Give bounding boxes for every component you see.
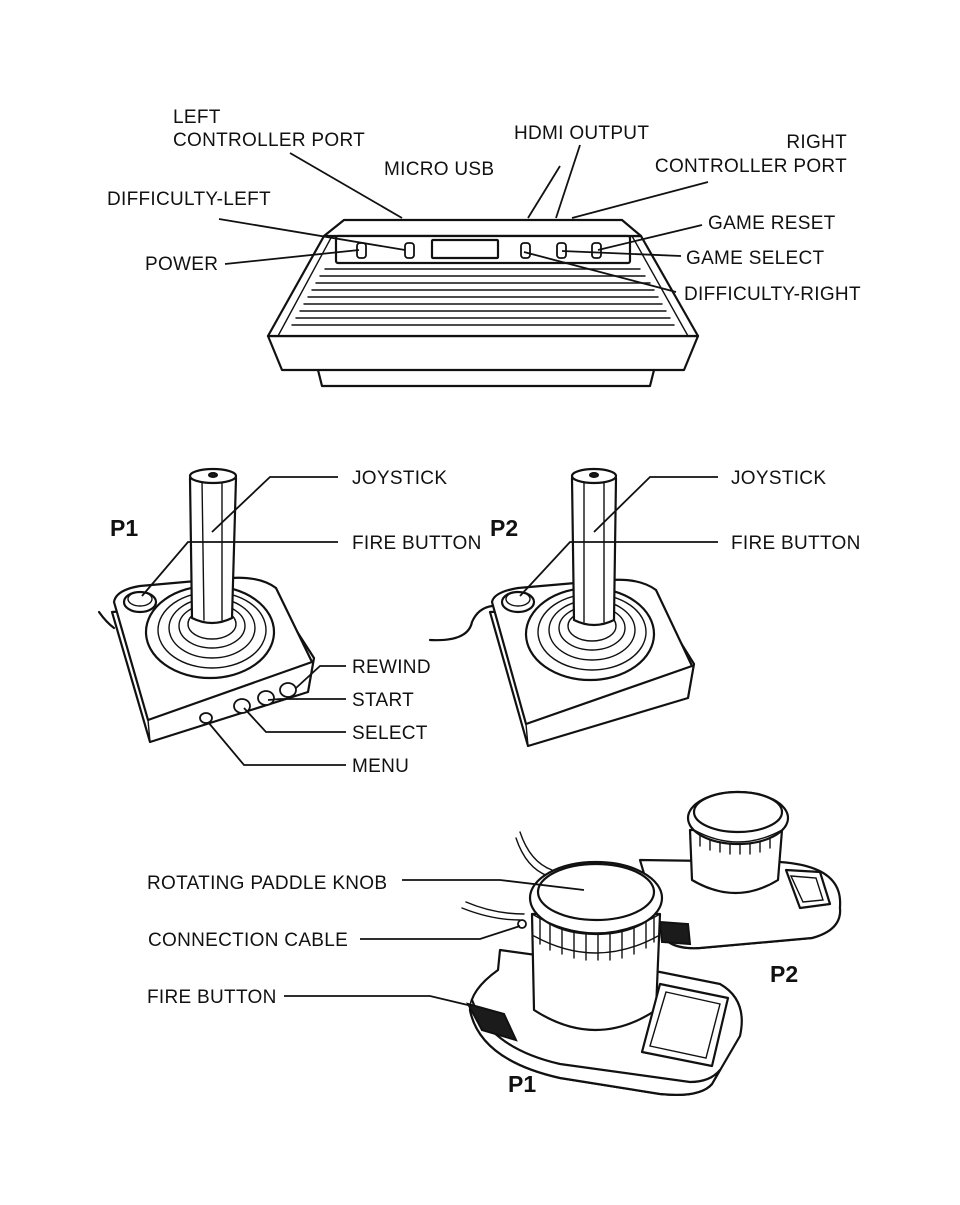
left-controller-port-label-line1: LEFT	[173, 107, 221, 128]
joystick-p1-illustration	[97, 467, 316, 744]
console-ribs	[291, 268, 675, 326]
paddle-fire-button-label: FIRE BUTTON	[147, 987, 277, 1008]
paddle-cable-label: CONNECTION CABLE	[148, 930, 348, 951]
joystick-p1-joystick-label: JOYSTICK	[352, 468, 447, 489]
right-controller-port-label-line1: RIGHT	[786, 132, 847, 153]
joystick-p2-illustration	[428, 467, 696, 748]
game-reset-label: GAME RESET	[708, 213, 836, 234]
console-illustration	[266, 218, 700, 388]
joystick-p1-rewind-label: REWIND	[352, 657, 431, 678]
game-select-label: GAME SELECT	[686, 248, 825, 269]
right-controller-port-label-line2: CONTROLLER PORT	[655, 156, 847, 177]
joystick-p2-player-label: P2	[490, 515, 518, 541]
paddle-p1-illustration	[461, 860, 743, 1096]
difficulty-left-label: DIFFICULTY-LEFT	[107, 189, 271, 210]
joystick-p1-menu-label: MENU	[352, 756, 409, 777]
joystick-p1-start-label: START	[352, 690, 414, 711]
joystick-p2-joystick-label: JOYSTICK	[731, 468, 826, 489]
power-label: POWER	[145, 254, 218, 275]
paddle-leader-lines	[284, 879, 585, 1007]
paddle-p1-player-label: P1	[508, 1071, 536, 1097]
left-controller-port-label-line2: CONTROLLER PORT	[173, 130, 365, 151]
joystick-p2-fire-button-label: FIRE BUTTON	[731, 533, 861, 554]
paddle-p2-illustration	[515, 790, 842, 950]
difficulty-left-switch	[404, 242, 415, 259]
joystick-p1-fire-button-label: FIRE BUTTON	[352, 533, 482, 554]
console-leader-lines	[218, 144, 709, 293]
game-reset-switch	[591, 242, 602, 259]
paddle-p2-player-label: P2	[770, 961, 798, 987]
hdmi-output-label: HDMI OUTPUT	[514, 123, 649, 144]
joystick-p1-select-label: SELECT	[352, 723, 428, 744]
joystick-p2-leader-lines	[519, 476, 718, 597]
joystick-p1-leader-lines	[141, 476, 346, 766]
paddle-knob-label: ROTATING PADDLE KNOB	[147, 873, 387, 894]
micro-usb-label: MICRO USB	[384, 159, 494, 180]
joystick-p1-player-label: P1	[110, 515, 138, 541]
difficulty-right-switch	[520, 242, 531, 259]
difficulty-right-label: DIFFICULTY-RIGHT	[684, 284, 861, 305]
